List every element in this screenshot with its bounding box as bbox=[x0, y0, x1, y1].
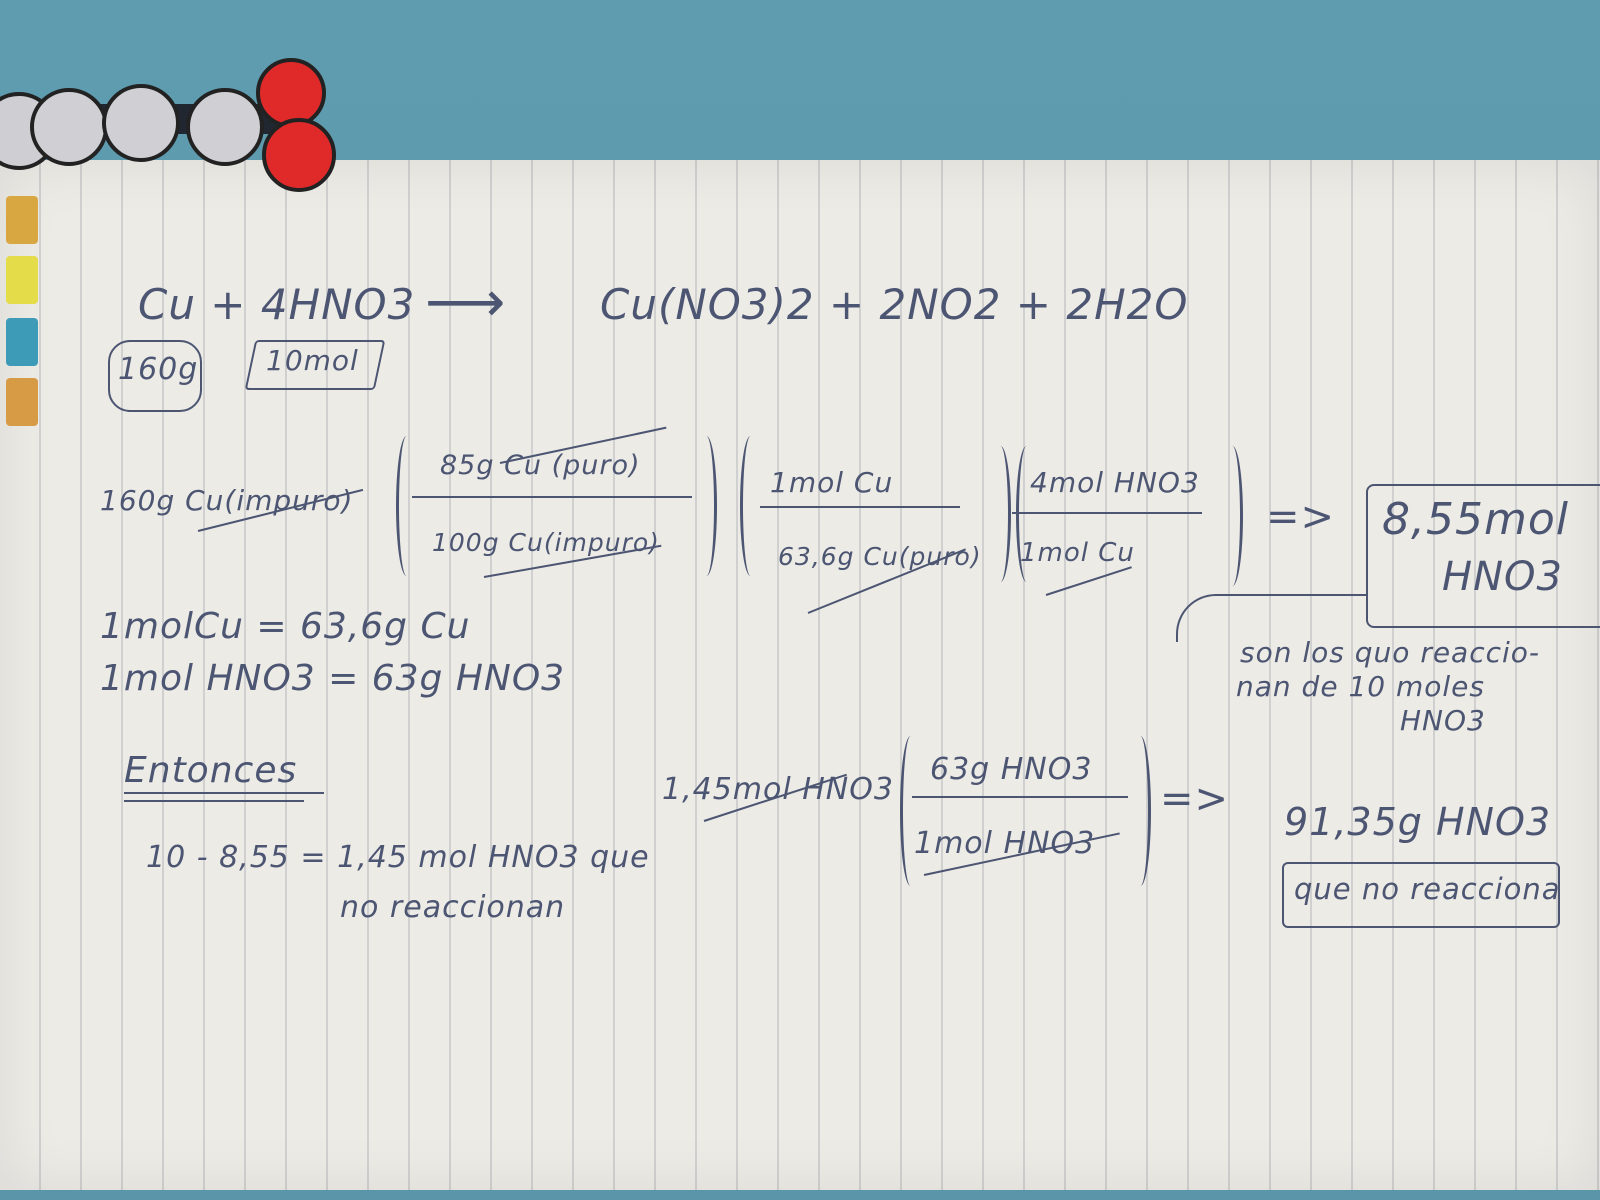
paren-open bbox=[740, 436, 761, 576]
decor-circle bbox=[30, 88, 108, 166]
curved-arrow bbox=[1176, 594, 1368, 642]
result1-line1: 8,55mol bbox=[1382, 494, 1569, 545]
fact-line1: 1molCu = 63,6g Cu bbox=[100, 606, 471, 647]
paper-sheet bbox=[0, 160, 1600, 1190]
mass-cu-box bbox=[108, 340, 202, 412]
fraction-bar bbox=[912, 796, 1128, 798]
paren-close bbox=[1222, 446, 1243, 586]
note-line1: son los quo reaccio- bbox=[1240, 636, 1541, 669]
equation-arrow: ⟶ bbox=[425, 270, 507, 335]
calc2-arrow: => bbox=[1160, 776, 1230, 822]
calc2-result: 91,35g HNO3 bbox=[1284, 800, 1552, 844]
equation-reactants: Cu + 4HNO3 bbox=[138, 280, 416, 329]
paren-open bbox=[396, 436, 417, 576]
entonces-line1: 10 - 8,55 = 1,45 mol HNO3 que bbox=[146, 840, 650, 875]
equation-products: Cu(NO3)2 + 2NO2 + 2H2O bbox=[600, 280, 1189, 329]
decor-circle bbox=[102, 84, 180, 162]
calc1-f3-den: 1mol Cu bbox=[1020, 538, 1135, 568]
paren-open bbox=[1016, 446, 1037, 582]
calc1-f2-num: 1mol Cu bbox=[770, 466, 894, 499]
heading-underline bbox=[124, 800, 304, 802]
sticker bbox=[6, 256, 38, 304]
note-line2: nan de 10 moles bbox=[1236, 670, 1485, 703]
sticker bbox=[6, 378, 38, 426]
calc1-arrow: => bbox=[1266, 494, 1336, 540]
decor-circle bbox=[186, 88, 264, 166]
result1-box bbox=[1366, 484, 1600, 628]
fact-line2: 1mol HNO3 = 63g HNO3 bbox=[100, 658, 566, 699]
calc2-result-note: que no reacciona bbox=[1294, 872, 1561, 906]
decor-circle-red bbox=[262, 118, 336, 192]
paren-close bbox=[696, 436, 717, 576]
mass-cu: 160g bbox=[118, 352, 199, 387]
paren-close bbox=[1130, 736, 1151, 886]
note-line3: HNO3 bbox=[1400, 704, 1486, 737]
mol-hno3: 10mol bbox=[266, 344, 359, 377]
fraction-bar bbox=[1012, 512, 1202, 514]
calc1-f3-num: 4mol HNO3 bbox=[1030, 466, 1200, 499]
result2-box bbox=[1282, 862, 1560, 928]
calc1-f2-den: 63,6g Cu(puro) bbox=[778, 542, 982, 571]
entonces-line2: no reaccionan bbox=[340, 890, 566, 925]
calc1-start: 160g Cu(impuro) bbox=[100, 484, 354, 517]
paren-close bbox=[990, 446, 1011, 582]
fraction-bar bbox=[412, 496, 692, 498]
sticker bbox=[6, 318, 38, 366]
calc2-start: 1,45mol HNO3 bbox=[662, 772, 894, 807]
paren-open bbox=[900, 736, 921, 886]
fraction-bar bbox=[760, 506, 960, 508]
heading-underline bbox=[124, 792, 324, 794]
sticker bbox=[6, 196, 38, 244]
entonces-heading: Entonces bbox=[124, 750, 298, 791]
result1-line2: HNO3 bbox=[1442, 554, 1563, 600]
calc2-num: 63g HNO3 bbox=[930, 752, 1093, 787]
decor-circle-red bbox=[256, 58, 326, 128]
